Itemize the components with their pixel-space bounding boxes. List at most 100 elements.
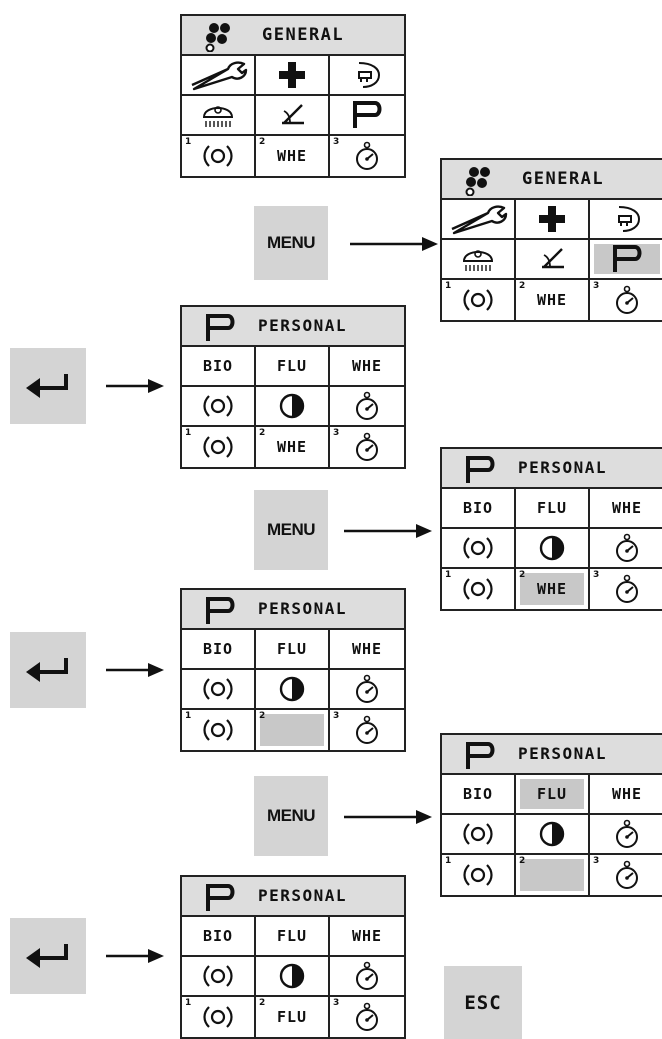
half-circle-icon (279, 676, 305, 702)
cell-bio-icon[interactable] (442, 529, 516, 569)
cell-tools[interactable] (442, 200, 516, 240)
cell-personal[interactable] (330, 96, 404, 136)
cell-whe-icon[interactable] (330, 670, 404, 710)
cell-whe[interactable]: WHE (590, 489, 662, 529)
arrow-right-icon (344, 524, 432, 538)
cell-slot-2[interactable]: 2 WHE (516, 280, 590, 320)
slot-number: 2 (259, 137, 266, 147)
cell-slot-1[interactable]: 1 (442, 280, 516, 320)
cell-slot-2[interactable]: 2 WHE (256, 136, 330, 176)
wrench-icon (191, 61, 248, 91)
general-title: GENERAL (522, 169, 605, 189)
cell-angle[interactable] (516, 240, 590, 280)
slot-number: 1 (185, 711, 192, 721)
personal-menu-panel-1: PERSONAL BIO FLU WHE 1 (180, 305, 406, 469)
cell-slot-2[interactable]: 2 WHE (256, 427, 330, 467)
cell-bio-icon[interactable] (442, 815, 516, 855)
general-header: GENERAL (442, 160, 662, 200)
general-title: GENERAL (262, 25, 345, 45)
cell-flu-icon[interactable] (516, 815, 590, 855)
cell-flu-selected[interactable]: FLU (516, 775, 590, 815)
cell-slot-2-selected[interactable]: 2 WHE (516, 569, 590, 609)
cell-whe[interactable]: WHE (330, 347, 404, 387)
slot-number: 2 (259, 998, 266, 1008)
lamp-icon (462, 250, 494, 271)
cell-slot-3[interactable]: 3 (330, 136, 404, 176)
cell-bio-icon[interactable] (182, 387, 256, 427)
cell-bio[interactable]: BIO (182, 630, 256, 670)
empty-slot-fill (520, 859, 584, 891)
cell-slot-1[interactable]: 1 (182, 997, 256, 1037)
cell-slot-2[interactable]: 2 FLU (256, 997, 330, 1037)
cell-flu-icon[interactable] (256, 957, 330, 997)
cell-slot-3[interactable]: 3 (330, 427, 404, 467)
cell-flu-icon[interactable] (256, 670, 330, 710)
cell-flu-icon[interactable] (516, 529, 590, 569)
p-icon (613, 245, 642, 272)
cell-tools[interactable] (182, 56, 256, 96)
cell-pump[interactable] (330, 56, 404, 96)
cell-slot-1[interactable]: 1 (442, 569, 516, 609)
cell-slot-3[interactable]: 3 (330, 997, 404, 1037)
slot-number: 1 (185, 137, 192, 147)
esc-button-label: ESC (464, 991, 502, 1014)
cell-bio[interactable]: BIO (182, 917, 256, 957)
cell-whe-icon[interactable] (590, 815, 662, 855)
menu-button-3[interactable]: MENU (254, 776, 328, 856)
cell-lamp[interactable] (182, 96, 256, 136)
cell-flu[interactable]: FLU (256, 917, 330, 957)
cell-whe-icon[interactable] (330, 387, 404, 427)
cell-slot-1[interactable]: 1 (182, 427, 256, 467)
menu-button-2[interactable]: MENU (254, 490, 328, 570)
cell-whe-icon[interactable] (330, 957, 404, 997)
cell-slot-3[interactable]: 3 (590, 569, 662, 609)
cell-slot-3[interactable]: 3 (590, 855, 662, 895)
enter-button-2[interactable] (10, 632, 86, 708)
cell-whe-icon[interactable] (590, 529, 662, 569)
bio-label: BIO (462, 499, 494, 517)
cell-bio[interactable]: BIO (442, 489, 516, 529)
esc-button[interactable]: ESC (444, 966, 522, 1039)
bio-icon (203, 145, 233, 167)
whe-label: WHE (351, 927, 383, 945)
cell-flu[interactable]: FLU (256, 630, 330, 670)
cell-slot-2-empty[interactable]: 2 (516, 855, 590, 895)
cell-slot-3[interactable]: 3 (330, 710, 404, 750)
cell-bio[interactable]: BIO (442, 775, 516, 815)
slot-number: 2 (519, 281, 526, 291)
general-header: GENERAL (182, 16, 404, 56)
timer-icon (356, 961, 378, 990)
menu-button-label: MENU (266, 806, 316, 825)
bio-icon (463, 578, 493, 600)
cell-flu[interactable]: FLU (256, 347, 330, 387)
cell-slot-1[interactable]: 1 (182, 710, 256, 750)
enter-button-3[interactable] (10, 918, 86, 994)
cell-plus[interactable] (516, 200, 590, 240)
cell-plus[interactable] (256, 56, 330, 96)
cell-slot-3[interactable]: 3 (590, 280, 662, 320)
cell-pump[interactable] (590, 200, 662, 240)
cell-bio-icon[interactable] (182, 670, 256, 710)
arrow-right-icon (106, 949, 164, 963)
cell-whe[interactable]: WHE (330, 917, 404, 957)
cell-bio[interactable]: BIO (182, 347, 256, 387)
cell-flu-icon[interactable] (256, 387, 330, 427)
timer-icon (616, 819, 638, 848)
cell-slot-1[interactable]: 1 (182, 136, 256, 176)
cell-slot-2-empty[interactable]: 2 (256, 710, 330, 750)
whe-label: WHE (351, 640, 383, 658)
cell-angle[interactable] (256, 96, 330, 136)
enter-button-1[interactable] (10, 348, 86, 424)
cell-lamp[interactable] (442, 240, 516, 280)
cell-whe[interactable]: WHE (590, 775, 662, 815)
menu-button-1[interactable]: MENU (254, 206, 328, 280)
cell-personal-selected[interactable] (590, 240, 662, 280)
whe-label: WHE (611, 785, 643, 803)
cell-slot-1[interactable]: 1 (442, 855, 516, 895)
cell-flu[interactable]: FLU (516, 489, 590, 529)
cell-bio-icon[interactable] (182, 957, 256, 997)
cell-whe[interactable]: WHE (330, 630, 404, 670)
bio-icon (203, 1006, 233, 1028)
flu-label: FLU (276, 357, 308, 375)
timer-icon (356, 1002, 378, 1031)
